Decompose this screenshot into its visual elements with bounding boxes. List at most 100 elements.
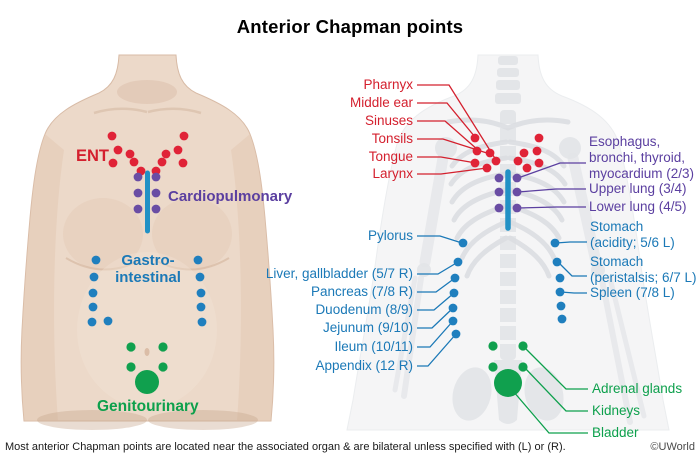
leader-line <box>555 241 587 244</box>
leader-line <box>524 347 588 390</box>
chapman-point-dot <box>178 158 188 168</box>
chapman-point-dot <box>195 272 205 282</box>
leader-line <box>417 277 456 293</box>
chapman-point-dot <box>494 203 504 213</box>
leader-line <box>517 188 586 193</box>
chapman-point-dot <box>488 341 498 351</box>
chapman-point-dot <box>88 302 98 312</box>
chapman-point-dot <box>193 255 203 265</box>
leader-line <box>417 333 457 367</box>
chapman-point-large-dot <box>494 369 522 397</box>
chapman-point-dot <box>107 131 117 141</box>
chapman-point-dot <box>196 288 206 298</box>
leader-line <box>417 292 455 311</box>
leader-line <box>417 235 463 244</box>
point-label-appendix: Appendix (12 R) <box>315 358 413 373</box>
chapman-point-dot <box>534 133 544 143</box>
leader-line <box>417 84 497 161</box>
point-label-tongue: Tongue <box>368 149 413 164</box>
point-label-esophagus-bronchi-thyroid-myocardium: Esophagus, bronchi, thyroid, myocardium … <box>589 134 695 181</box>
chapman-point-dot <box>158 362 168 372</box>
chapman-point-dot <box>518 362 528 372</box>
chapman-point-dot <box>87 317 97 327</box>
chapman-point-dot <box>91 255 101 265</box>
chapman-point-dot <box>522 163 532 173</box>
point-label-lower-lung: Lower lung (4/5) <box>589 199 687 214</box>
point-label-liver-gallbladder: Liver, gallbladder (5/7 R) <box>265 266 413 281</box>
chapman-point-dot <box>161 149 171 159</box>
point-label-sinuses: Sinuses <box>364 113 413 128</box>
copyright-credit: ©UWorld <box>650 441 695 453</box>
chapman-point-dot <box>133 188 143 198</box>
leader-line <box>557 261 587 277</box>
chapman-point-dot <box>89 272 99 282</box>
chapman-point-dot <box>555 287 565 297</box>
chapman-point-dot <box>126 342 136 352</box>
chapman-point-dot <box>448 303 458 313</box>
footnote: Most anterior Chapman points are located… <box>5 441 566 453</box>
point-label-stomach-peristalsis: Stomach (peristalsis; 6/7 L) <box>590 254 697 285</box>
chapman-point-dot <box>470 158 480 168</box>
leader-line <box>517 162 586 179</box>
page-title: Anterior Chapman points <box>236 16 464 37</box>
region-label-ent: ENT <box>76 147 109 165</box>
chapman-point-dot <box>449 288 459 298</box>
point-label-kidneys: Kidneys <box>592 403 641 418</box>
chapman-point-dot <box>532 146 542 156</box>
chapman-point-dot <box>158 342 168 352</box>
chapman-point-dot <box>451 329 461 339</box>
female-torso-illustration <box>20 54 275 430</box>
skeleton-torso-illustration <box>346 54 670 431</box>
leader-line <box>417 120 479 151</box>
point-label-upper-lung: Upper lung (3/4) <box>589 181 687 196</box>
point-label-bladder: Bladder <box>592 425 639 440</box>
chapman-point-dot <box>88 288 98 298</box>
chapman-point-dot <box>512 203 522 213</box>
chapman-point-dot <box>450 273 460 283</box>
point-label-pancreas: Pancreas (7/8 R) <box>310 284 413 299</box>
chapman-point-dot <box>133 204 143 214</box>
point-label-larynx: Larynx <box>372 166 413 181</box>
leader-line <box>417 307 454 329</box>
point-label-spleen: Spleen (7/8 L) <box>590 285 675 300</box>
chapman-point-dot <box>472 146 482 156</box>
leader-line <box>560 291 587 294</box>
chapman-point-dot <box>103 316 113 326</box>
chapman-point-dot <box>453 257 463 267</box>
point-label-pylorus: Pylorus <box>367 228 413 243</box>
region-label-genitourinary: Genitourinary <box>97 398 199 415</box>
leader-line <box>512 390 588 434</box>
chapman-point-dot <box>494 173 504 183</box>
point-label-tonsils: Tonsils <box>371 131 413 146</box>
leader-line <box>417 261 459 275</box>
point-label-middle-ear: Middle ear <box>349 95 413 110</box>
region-label-cardiopulmonary: Cardiopulmonary <box>168 188 293 205</box>
chapman-points-overlay <box>87 84 588 434</box>
region-label-gastrointestinal: Gastro- intestinal <box>115 252 181 286</box>
chapman-point-dot <box>550 238 560 248</box>
chapman-point-dot <box>151 172 161 182</box>
chapman-point-dot <box>108 158 118 168</box>
chapman-point-dot <box>494 187 504 197</box>
leader-line <box>417 156 477 164</box>
chapman-point-dot <box>125 149 135 159</box>
chapman-point-dot <box>557 314 567 324</box>
leader-line <box>417 320 454 348</box>
chapman-point-dot <box>196 302 206 312</box>
chapman-point-dot <box>482 163 492 173</box>
chapman-point-dot <box>488 362 498 372</box>
chapman-point-dot <box>519 148 529 158</box>
point-label-jejunum: Jejunum (9/10) <box>322 320 413 335</box>
chapman-point-dot <box>512 187 522 197</box>
chapman-point-dot <box>197 317 207 327</box>
chapman-point-dot <box>157 157 167 167</box>
chapman-point-dot <box>448 316 458 326</box>
chapman-point-dot <box>113 145 123 155</box>
chapman-point-dot <box>518 341 528 351</box>
chapman-point-dot <box>179 131 189 141</box>
chapman-point-dot <box>556 301 566 311</box>
leader-line <box>417 102 476 138</box>
point-label-pharnyx: Pharnyx <box>363 77 413 92</box>
chapman-point-dot <box>133 172 143 182</box>
